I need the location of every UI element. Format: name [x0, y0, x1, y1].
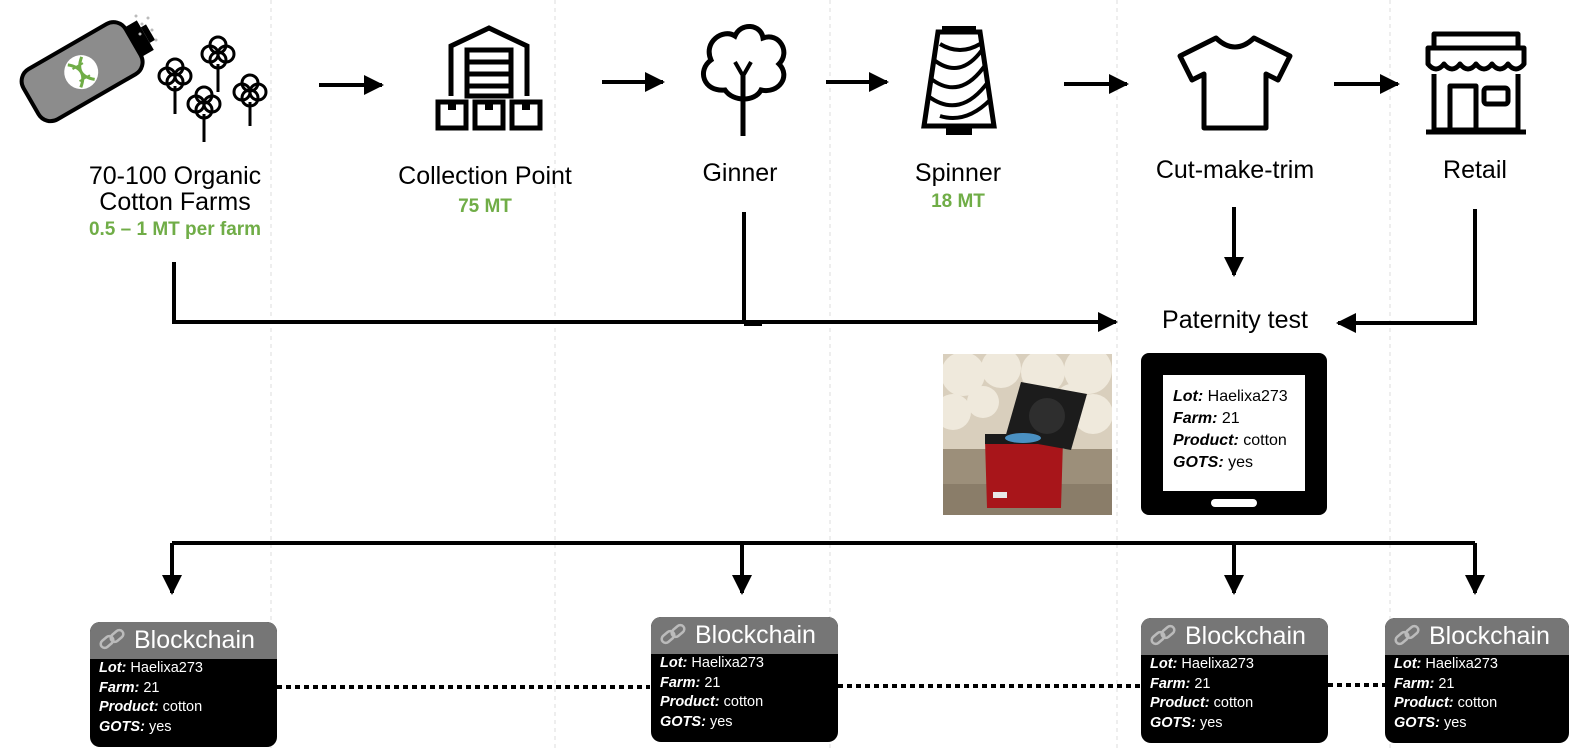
- cut-make-trim-label: Cut-make-trim: [1155, 156, 1315, 184]
- block-farm-row: Farm: 21: [99, 679, 160, 696]
- blockchain-block-cut-make-trim: Blockchain Lot: Haelixa273 Farm: 21 Prod…: [1141, 618, 1328, 743]
- cotton-plants-icon: [157, 35, 268, 142]
- paternity-lot-row: Lot: Haelixa273: [1173, 388, 1288, 405]
- blockchain-block-ginner: Blockchain Lot: Haelixa273 Farm: 21 Prod…: [651, 617, 838, 742]
- block-product-row: Product: cotton: [1150, 695, 1254, 711]
- collection-point-label: Collection Point: [398, 162, 572, 190]
- block-lot-row: Lot: Haelixa273: [660, 655, 764, 671]
- blockchain-header: Blockchain: [651, 617, 838, 654]
- blockchain-arrows: [162, 541, 1485, 595]
- paternity-test-label: Paternity test: [1162, 306, 1308, 334]
- spinner-label: Spinner: [914, 159, 1002, 187]
- ginner-label: Ginner: [702, 159, 778, 187]
- block-product-row: Product: cotton: [99, 699, 203, 715]
- paternity-arrows: [172, 207, 1477, 333]
- dna-spray-can-icon: [19, 14, 158, 124]
- t-shirt-icon: [1177, 35, 1293, 131]
- stage-arrows: [319, 72, 1400, 95]
- block-lot-row: Lot: Haelixa273: [1150, 656, 1254, 672]
- chain-link-icon: [1394, 624, 1420, 646]
- chain-link-icon: [1150, 624, 1176, 646]
- block-product-row: Product: cotton: [1394, 695, 1498, 711]
- storefront-icon: [1425, 31, 1527, 135]
- chain-link-icon: [660, 623, 686, 645]
- collection-point-volume: 75 MT: [458, 196, 512, 217]
- block-gots-row: GOTS: yes: [99, 718, 172, 735]
- paternity-result-monitor: Lot: Haelixa273 Farm: 21 Product: cotton…: [1141, 353, 1327, 515]
- paternity-farm-row: Farm: 21: [1173, 410, 1240, 427]
- block-farm-row: Farm: 21: [1150, 675, 1211, 692]
- farms-volume: 0.5 – 1 MT per farm: [88, 219, 262, 240]
- block-gots-row: GOTS: yes: [1150, 714, 1223, 731]
- farms-label: 70-100 Organic Cotton Farms: [88, 162, 262, 216]
- analyzer-device-photo: [943, 354, 1112, 515]
- block-product-row: Product: cotton: [660, 694, 764, 710]
- block-farm-row: Farm: 21: [660, 674, 721, 691]
- block-farm-row: Farm: 21: [1394, 675, 1455, 692]
- retail-label: Retail: [1443, 156, 1507, 184]
- block-lot-row: Lot: Haelixa273: [1394, 656, 1498, 672]
- paternity-gots-row: GOTS: yes: [1173, 454, 1254, 471]
- paternity-product-row: Product: cotton: [1173, 432, 1287, 449]
- block-gots-row: GOTS: yes: [1394, 714, 1467, 731]
- block-lot-row: Lot: Haelixa273: [99, 660, 203, 676]
- blockchain-header: Blockchain: [90, 622, 277, 659]
- spinner-volume: 18 MT: [931, 191, 985, 212]
- blockchain-block-farms: Blockchain Lot: Haelixa273 Farm: 21 Prod…: [90, 622, 277, 747]
- chain-link-icon: [99, 628, 125, 650]
- blockchain-block-retail: Blockchain Lot: Haelixa273 Farm: 21 Prod…: [1385, 618, 1569, 743]
- warehouse-icon: [435, 25, 543, 131]
- cotton-boll-icon: [700, 24, 787, 136]
- blockchain-header: Blockchain: [1141, 618, 1328, 655]
- monitor-button: [1211, 499, 1257, 507]
- paternity-result-screen: Lot: Haelixa273 Farm: 21 Product: cotton…: [1163, 375, 1305, 491]
- blockchain-header: Blockchain: [1385, 618, 1569, 655]
- block-gots-row: GOTS: yes: [660, 713, 733, 730]
- yarn-spool-icon: [921, 26, 997, 135]
- blockchain-dotted-links: [277, 683, 1385, 689]
